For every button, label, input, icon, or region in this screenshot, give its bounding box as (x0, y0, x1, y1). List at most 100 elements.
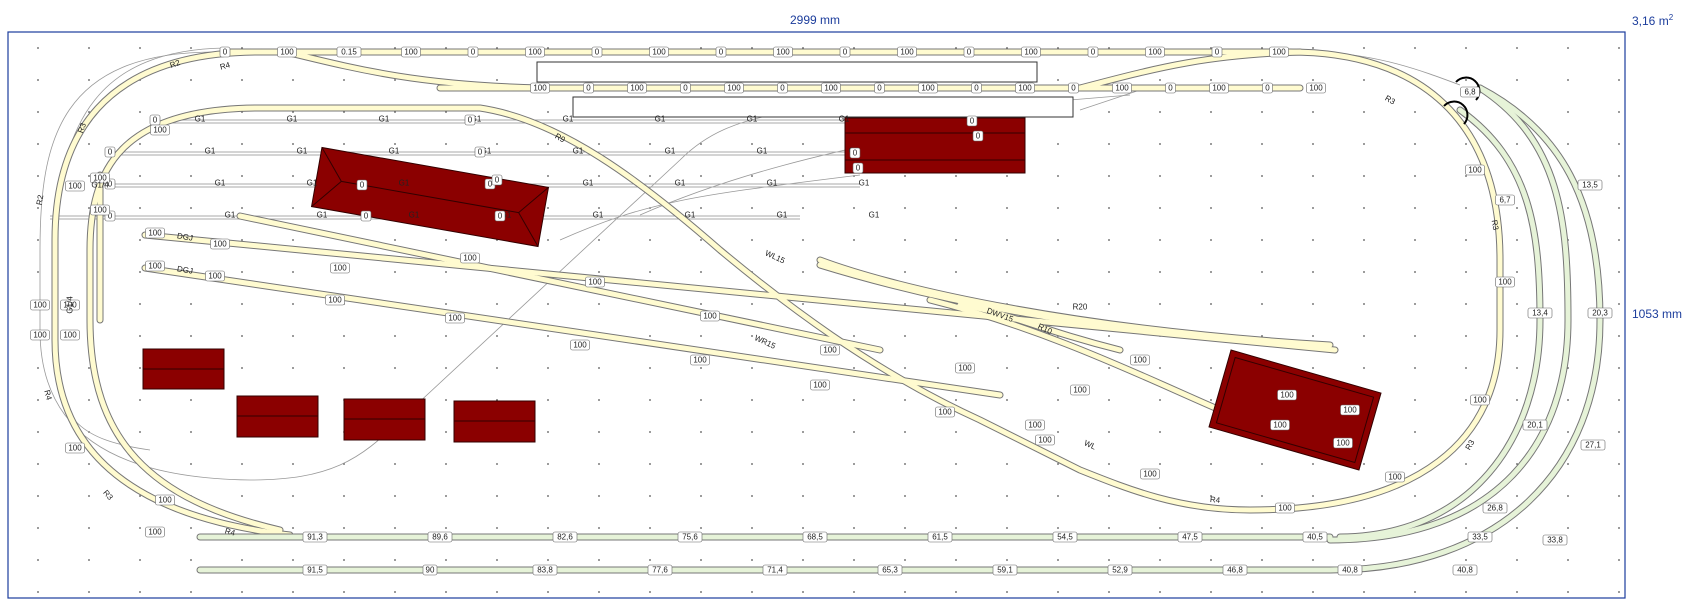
svg-text:WR15: WR15 (753, 333, 777, 351)
grid-dot (139, 175, 141, 177)
grid-dot (88, 143, 90, 145)
grid-dot (649, 239, 651, 241)
grid-dot (1312, 303, 1314, 305)
svg-text:R4: R4 (42, 389, 53, 402)
grid-dot (649, 591, 651, 593)
grid-dot (394, 559, 396, 561)
track-label: G1 (869, 211, 880, 220)
grid-dot (1108, 431, 1110, 433)
grid-dot (649, 271, 651, 273)
grid-dot (802, 463, 804, 465)
svg-text:G1/4: G1/4 (91, 181, 109, 190)
track-label: 100 (1470, 394, 1490, 406)
svg-text:0: 0 (843, 48, 848, 57)
track-label: G1 (593, 211, 604, 220)
track-label: 100 (205, 270, 225, 282)
grid-dot (1618, 495, 1620, 497)
track-label: 100 (30, 329, 50, 341)
grid-dot (1261, 239, 1263, 241)
track-label: 100 (445, 312, 465, 324)
grid-dot (139, 335, 141, 337)
grid-dot (1567, 143, 1569, 145)
track-label: 100 (700, 310, 720, 322)
svg-text:G1: G1 (583, 179, 594, 188)
svg-text:100: 100 (1273, 421, 1287, 430)
grid-dot (1159, 207, 1161, 209)
svg-text:100: 100 (63, 331, 77, 340)
grid-dot (139, 399, 141, 401)
area-label: 3,16 m2 (1632, 13, 1673, 28)
svg-text:G1: G1 (675, 179, 686, 188)
svg-text:100: 100 (1473, 396, 1487, 405)
svg-text:G1: G1 (297, 147, 308, 156)
track-label: 90 (422, 564, 438, 576)
grid-dot (1261, 303, 1263, 305)
grid-dot (445, 495, 447, 497)
track-label: R3 (1383, 94, 1397, 107)
grid-dot (1159, 143, 1161, 145)
grid-dot (394, 143, 396, 145)
svg-text:100: 100 (153, 126, 167, 135)
grid-dot (1516, 463, 1518, 465)
svg-text:0: 0 (967, 48, 972, 57)
grid-dot (139, 207, 141, 209)
grid-dot (802, 559, 804, 561)
grid-dot (37, 399, 39, 401)
svg-text:40,5: 40,5 (1307, 533, 1323, 542)
track-label: 100 (90, 204, 110, 216)
track-label: 100 (325, 294, 345, 306)
track-label: 100 (145, 260, 165, 272)
grid-dot (547, 495, 549, 497)
platform-second (572, 96, 1074, 118)
grid-dot (598, 399, 600, 401)
svg-text:100: 100 (208, 272, 222, 281)
track-label: G1 (399, 179, 410, 188)
grid-dot (1210, 271, 1212, 273)
track-label: 47,5 (1177, 531, 1203, 543)
track-label: G1 (205, 147, 216, 156)
svg-text:0.15: 0.15 (341, 48, 357, 57)
track-label: 100 (1130, 354, 1150, 366)
svg-text:100: 100 (148, 229, 162, 238)
grid-dot (343, 111, 345, 113)
grid-dot (190, 399, 192, 401)
svg-text:100: 100 (1148, 48, 1162, 57)
grid-dot (649, 463, 651, 465)
track-label: 0 (474, 146, 486, 158)
track-label: 71,4 (762, 564, 788, 576)
grid-dots (37, 47, 1620, 593)
grid-dot (1414, 591, 1416, 593)
grid-dot (1414, 271, 1416, 273)
grid-dot (1618, 559, 1620, 561)
grid-dot (1567, 79, 1569, 81)
svg-text:0: 0 (108, 180, 113, 189)
grid-dot (1159, 527, 1161, 529)
platform-top (536, 61, 1038, 83)
grid-dot (1567, 431, 1569, 433)
grid-dot (445, 143, 447, 145)
grid-dot (1261, 495, 1263, 497)
grid-dot (1618, 47, 1620, 49)
svg-text:0: 0 (976, 132, 981, 141)
svg-text:100: 100 (652, 48, 666, 57)
grid-dot (241, 47, 243, 49)
track-label: 100 (65, 180, 85, 192)
track-label: 100 (145, 526, 165, 538)
grid-dot (241, 207, 243, 209)
track-label: 100 (1015, 82, 1035, 94)
svg-text:G1: G1 (685, 211, 696, 220)
grid-dot (292, 79, 294, 81)
svg-text:100: 100 (1073, 386, 1087, 395)
svg-text:WL15: WL15 (764, 249, 787, 266)
track-label: 100 (1340, 404, 1360, 416)
track-label: 100 (773, 46, 793, 58)
track-label: 100 (401, 46, 421, 58)
svg-text:G1: G1 (471, 115, 482, 124)
grid-dot (394, 47, 396, 49)
track-label: 100 (690, 354, 710, 366)
grid-dot (394, 463, 396, 465)
track-label: 0 (464, 114, 476, 126)
track-label: 100 (585, 276, 605, 288)
